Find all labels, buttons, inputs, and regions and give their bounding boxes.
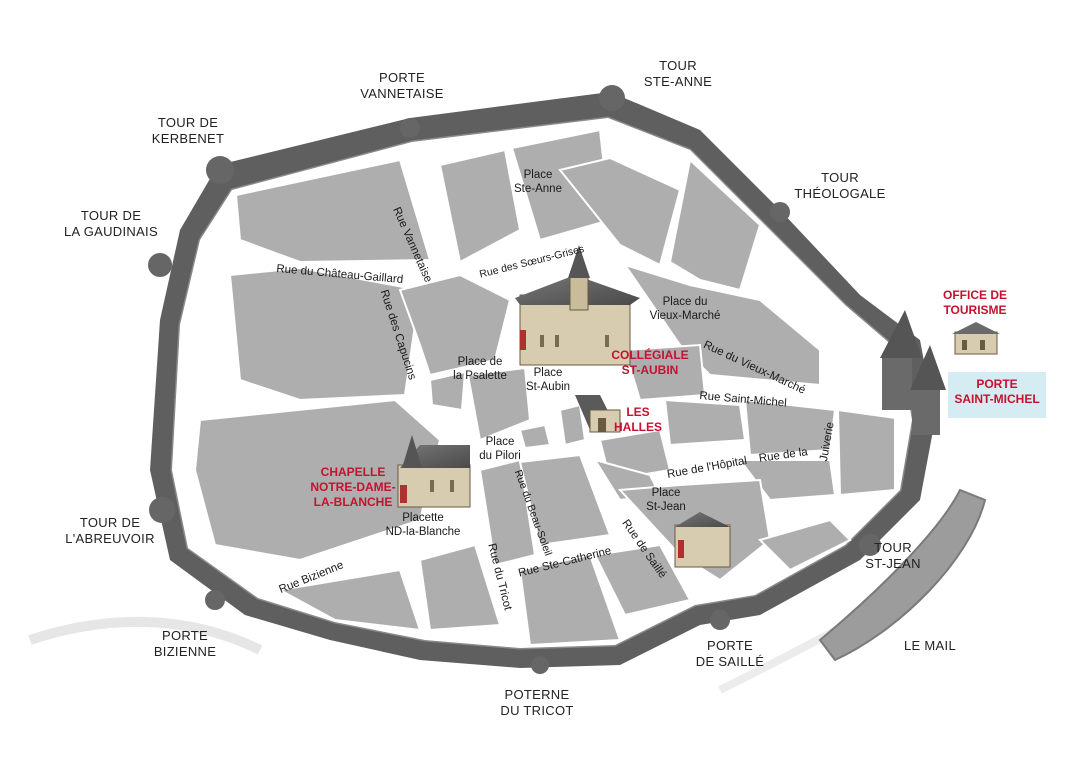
- wall-towers: [148, 85, 881, 674]
- st-jean-building: [674, 512, 731, 568]
- office-tourisme-building: [952, 322, 1000, 355]
- le-mail-label: LE MAIL: [904, 638, 956, 653]
- halles-building: [575, 395, 621, 433]
- collegiale-building: [515, 245, 640, 366]
- building-blocks: [193, 128, 896, 647]
- le-mail-promenade: [818, 488, 987, 662]
- porte-saint-michel-towers: [880, 310, 946, 435]
- chapelle-building: [397, 435, 471, 508]
